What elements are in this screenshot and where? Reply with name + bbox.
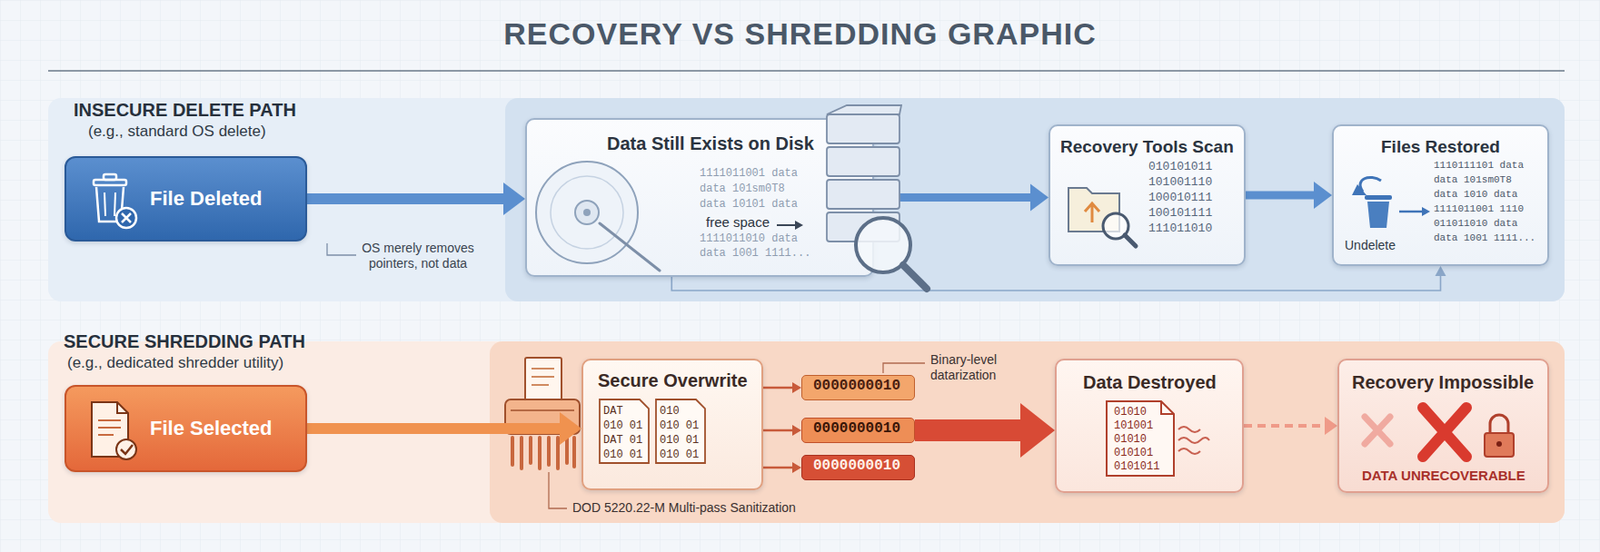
connector-line	[914, 419, 1022, 442]
node-title: INSECURE DELETE PATH	[73, 99, 297, 121]
connector-line	[1243, 424, 1326, 428]
node-title: 0000000010	[813, 377, 901, 396]
document-check-icon	[86, 400, 141, 461]
node-title: File Selected	[149, 417, 273, 441]
arrow-head	[1313, 181, 1332, 209]
arrow-head	[1020, 403, 1055, 458]
shredder-icon	[505, 357, 580, 469]
process-box: File Deleted	[64, 156, 308, 242]
connector-line	[1245, 191, 1315, 200]
node-title: Data Still Exists on Disk	[606, 132, 815, 155]
connector	[307, 182, 526, 216]
process-box: Recovery Tools Scan	[1048, 124, 1246, 267]
connector	[1245, 181, 1332, 209]
connector	[763, 462, 802, 474]
disk-box: Data Still Exists on Disk	[525, 118, 875, 278]
secure-band	[48, 341, 1565, 524]
note-label: OS merely removes pointers, not data	[345, 240, 491, 272]
arrow-head	[792, 382, 802, 394]
connector-line	[307, 193, 505, 205]
connector	[307, 412, 582, 446]
binary-chip: 0000000010	[801, 455, 915, 481]
connector-line	[307, 423, 561, 435]
undelete-icon	[1344, 171, 1436, 236]
node-text: (e.g., dedicated shredder utility)	[67, 354, 284, 373]
trash-icon	[86, 170, 141, 231]
node-title: Files Restored	[1381, 137, 1501, 159]
connector-line	[763, 467, 794, 470]
path-band: SECURE SHREDDING PATH(e.g., dedicated sh…	[48, 341, 1565, 524]
process-box: Files Restored	[1331, 124, 1550, 267]
process-box: File Selected	[64, 385, 308, 473]
leader-line	[548, 472, 567, 509]
folder-scan-icon	[1064, 175, 1138, 249]
node-title: 0000000010	[813, 420, 901, 438]
arrow-head	[1435, 266, 1447, 277]
connector-line	[671, 275, 1441, 291]
path-band: INSECURE DELETE PATH(e.g., standard OS d…	[48, 98, 1565, 302]
arrow-head	[559, 412, 582, 446]
process-box: Data Destroyed	[1054, 358, 1244, 494]
secure-panel	[489, 341, 1565, 524]
connector	[914, 403, 1055, 458]
node-title: Secure Overwrite	[597, 369, 748, 392]
arrow-head	[1324, 417, 1338, 436]
binary-chip: 0000000010	[801, 375, 915, 401]
note-label: DOD 5220.22-M Multi-pass Sanitization	[572, 500, 796, 517]
connector-line	[763, 387, 794, 390]
node-title: Data Destroyed	[1083, 371, 1217, 394]
node-title: SECURE SHREDDING PATH	[63, 330, 306, 353]
note-label: Binary-level datarization	[930, 352, 1031, 384]
leader-line	[883, 363, 925, 374]
node-title: Recovery Impossible	[1351, 371, 1534, 394]
connector	[763, 425, 802, 437]
arrow-head	[792, 425, 802, 437]
process-box: Secure Overwrite	[581, 358, 764, 491]
node-title: File Deleted	[149, 187, 262, 211]
connector	[763, 382, 802, 394]
diagram-title: RECOVERY VS SHREDDING GRAPHIC	[0, 16, 1600, 52]
result-box: Recovery ImpossibleDATA UNRECOVERABLE	[1337, 358, 1550, 494]
node-text: (e.g., standard OS delete)	[88, 122, 267, 141]
title-rule	[48, 69, 1565, 72]
arrow-head	[1030, 184, 1049, 212]
arrow-head	[503, 182, 526, 216]
node-title: Recovery Tools Scan	[1060, 137, 1234, 159]
node-title: 0000000010	[813, 457, 901, 476]
arrow-head	[792, 462, 802, 474]
insecure-panel	[505, 98, 1565, 302]
binary-chip: 0000000010	[801, 417, 915, 444]
leader-line	[327, 243, 357, 256]
connector	[1243, 417, 1338, 436]
node-text: DATA UNRECOVERABLE	[1361, 467, 1526, 485]
connector-line	[763, 429, 794, 433]
insecure-band	[48, 98, 1565, 302]
